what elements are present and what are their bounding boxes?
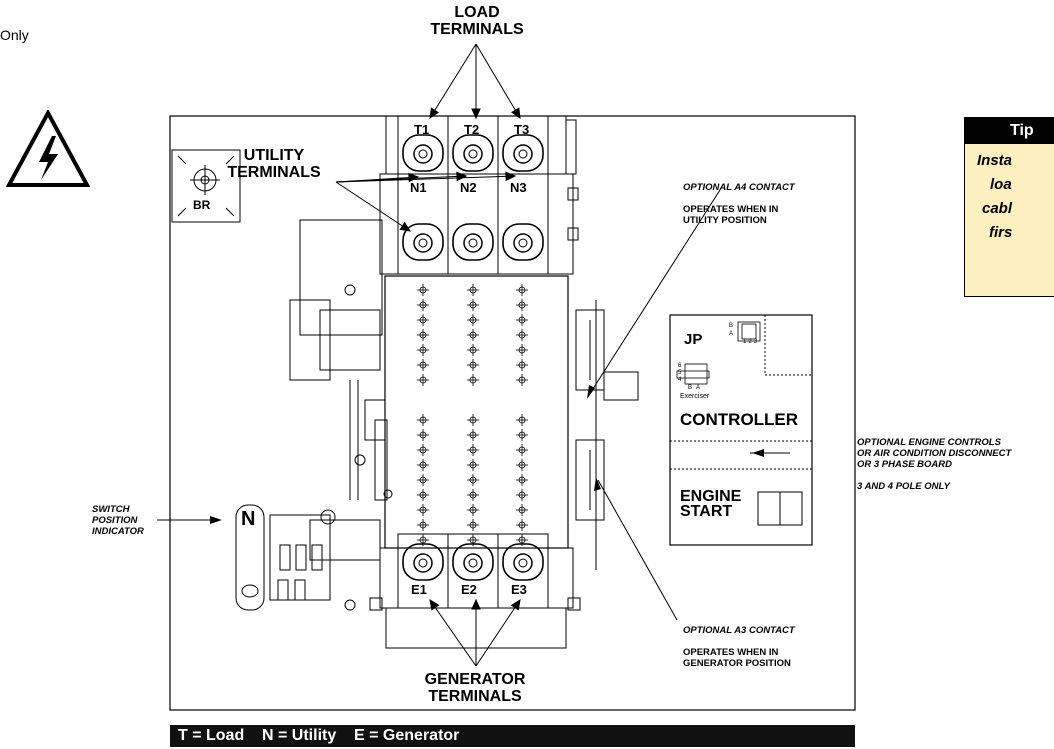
terminal-lug-center <box>518 149 528 159</box>
br-label: BR <box>193 198 211 212</box>
generator-leader <box>429 599 477 667</box>
a4-contact-callout: OPTIONAL A4 CONTACT OPERATES WHEN IN UTI… <box>683 182 795 226</box>
terminal-lug-bolt <box>413 553 433 573</box>
utility-terminal-block <box>379 173 579 275</box>
a4-callout-line <box>588 189 721 396</box>
utility-leader-head <box>505 171 517 182</box>
terminal-label-e2: E2 <box>461 582 477 597</box>
terminal-lug <box>502 223 544 261</box>
load-leader-head <box>429 107 440 120</box>
interlock-pins <box>417 284 528 546</box>
terminal-lug <box>452 543 494 581</box>
tip-box: Tip Insta loa cabl firs <box>964 117 1054 297</box>
tip-line: cabl <box>982 200 1013 217</box>
generator-leader <box>475 599 521 667</box>
terminal-lug-center <box>468 238 478 248</box>
generator-leader-head <box>471 598 481 610</box>
terminal-lug <box>402 134 444 172</box>
br-mounting-bolt <box>171 149 241 223</box>
jp-pin-numbers: 123 <box>743 339 760 345</box>
terminal-label-t2: T2 <box>464 122 480 137</box>
tip-line: firs <box>989 224 1013 241</box>
terminal-lug <box>452 134 494 172</box>
terminal-label-e3: E3 <box>511 582 527 597</box>
terminal-label-n2: N2 <box>460 180 477 195</box>
jp-label: JP <box>684 331 703 348</box>
switch-position-indicator <box>235 504 265 611</box>
terminal-label-n3: N3 <box>510 180 527 195</box>
terminal-lug-center <box>418 149 428 159</box>
engine-controls-callout: OPTIONAL ENGINE CONTROLS OR AIR CONDITIO… <box>857 437 1012 492</box>
terminal-lug-bolt <box>513 233 533 253</box>
legend-bar: T = Load N = Utility E = Generator <box>170 725 855 747</box>
operator-mechanism <box>269 219 393 611</box>
utility-leader-head <box>399 221 412 232</box>
utility-leader <box>335 175 516 183</box>
load-leader <box>429 43 477 119</box>
terminal-lug-bolt <box>463 144 483 164</box>
terminal-lug-bolt <box>513 553 533 573</box>
exerciser-label: Exerciser <box>680 393 710 400</box>
terminal-lug-center <box>518 558 528 568</box>
exerciser-col-labels: BA <box>688 385 705 391</box>
exerciser-jumper-block <box>676 363 710 385</box>
terminal-lug-bolt <box>463 233 483 253</box>
terminal-lug-center <box>418 558 428 568</box>
load-leader <box>475 43 521 119</box>
terminal-lug-center <box>468 149 478 159</box>
cropped-text-fragment: Only <box>0 27 29 43</box>
title-leader-lines <box>335 43 521 667</box>
tip-line: Insta <box>977 152 1013 169</box>
terminal-lug <box>402 223 444 261</box>
engine-callout-arrowhead <box>752 449 764 457</box>
terminal-lug-bolt <box>513 144 533 164</box>
terminal-lug-center <box>518 238 528 248</box>
switch-position-callout: SWITCH POSITION INDICATOR <box>92 504 144 537</box>
terminal-lug <box>502 134 544 172</box>
controller-box <box>669 314 813 546</box>
switch-callout-arrowhead <box>210 516 222 524</box>
terminal-lug <box>402 543 444 581</box>
tip-heading: Tip <box>965 118 1054 144</box>
switch-body <box>384 275 569 549</box>
generator-leader-head <box>510 598 521 611</box>
a3-contact-callout: OPTIONAL A3 CONTACT OPERATES WHEN IN GEN… <box>683 625 795 669</box>
terminal-lug-center <box>418 238 428 248</box>
load-leader-head <box>511 107 521 120</box>
terminal-label-t1: T1 <box>414 122 430 137</box>
terminal-lug <box>502 543 544 581</box>
terminal-lug-bolt <box>463 553 483 573</box>
electrical-hazard-icon <box>6 110 90 187</box>
terminal-label-e1: E1 <box>411 582 427 597</box>
terminal-lug-bolt <box>413 144 433 164</box>
jp-jumper-block <box>737 321 761 342</box>
terminal-label-t3: T3 <box>514 122 530 137</box>
controller-title: CONTROLLER <box>680 410 799 429</box>
load-leader-head <box>471 108 481 120</box>
generator-leader-head <box>429 598 440 611</box>
terminal-lugs <box>402 134 544 581</box>
aux-contact-rails <box>575 300 639 570</box>
terminal-lug-center <box>468 558 478 568</box>
utility-leader <box>335 181 411 232</box>
terminal-label-n1: N1 <box>410 180 427 195</box>
indicator-letter: N <box>241 508 256 530</box>
a3-callout-line <box>597 479 678 621</box>
terminal-lug-bolt <box>413 233 433 253</box>
terminal-lug <box>452 223 494 261</box>
tip-line: loa <box>990 176 1012 193</box>
